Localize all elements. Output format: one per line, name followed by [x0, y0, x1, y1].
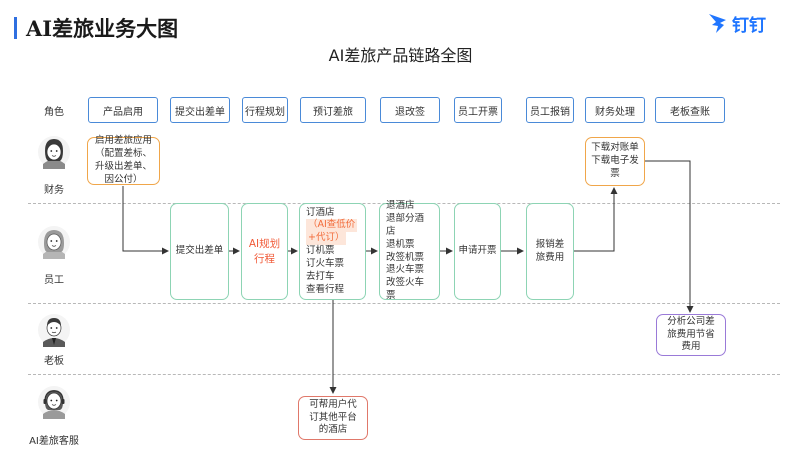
ai-planning-label-1: AI规划	[248, 237, 281, 250]
dingtalk-logo-icon	[709, 14, 726, 33]
booking-item: 去打车	[306, 270, 335, 282]
booking-item: 查看行程	[306, 283, 345, 295]
role-header-label: 角色	[44, 107, 64, 118]
employee-avatar-icon	[38, 226, 70, 259]
column-header: 提交出差单	[170, 97, 230, 123]
node-finance-download: 下载对账单 下载电子发票	[585, 137, 645, 186]
node-refund-change: 退酒店 退部分酒店 退机票 改签机票 退火车票 改签火车票	[379, 200, 440, 301]
booking-item: 订火车票	[306, 257, 345, 269]
arrow-finance-to-boss	[645, 160, 694, 313]
boss-avatar-icon	[38, 314, 70, 347]
page-title: AI差旅业务大图	[26, 16, 179, 41]
diagram-title: AI差旅产品链路全图	[328, 46, 473, 65]
booking-highlight: （AI查低价	[306, 219, 358, 233]
node-enable-app: 启用差旅应用（配置差标、升级出差单、因公付）	[87, 135, 160, 185]
column-header: 员工报销	[526, 97, 574, 123]
column-header: 预订差旅	[300, 97, 366, 123]
refund-item: 退火车票	[386, 264, 425, 276]
node-reimburse: 报销差旅费用	[526, 203, 574, 300]
arrow-enable-to-submit	[122, 186, 169, 255]
role-label-finance: 财务	[44, 185, 64, 196]
node-service-booking: 可帮用户代订其他平台的酒店	[298, 396, 368, 440]
booking-highlight: +代订）	[306, 232, 347, 246]
service-avatar-icon	[38, 386, 70, 419]
column-header: 员工开票	[454, 97, 502, 123]
booking-item: 订机票	[306, 245, 335, 257]
finance-avatar-icon	[38, 136, 70, 169]
refund-item: 退部分酒店	[386, 213, 425, 237]
column-header: 退改签	[380, 97, 440, 123]
brand-name: 钉钉	[732, 15, 766, 36]
column-header: 财务处理	[585, 97, 645, 123]
node-apply-invoice: 申请开票	[454, 203, 501, 300]
role-label-employee: 员工	[44, 275, 64, 286]
refund-item: 退机票	[386, 238, 415, 250]
node-booking: 订酒店 （AI查低价 +代订） 订机票 订火车票 去打车 查看行程	[299, 203, 366, 300]
lane-separator	[28, 303, 780, 304]
node-submit-trip: 提交出差单	[170, 203, 229, 300]
column-header: 老板查账	[655, 97, 725, 123]
role-label-ai-service: AI差旅客服	[29, 436, 79, 447]
lane-separator	[28, 374, 780, 375]
refund-item: 退酒店	[386, 200, 415, 212]
node-boss-analysis: 分析公司差旅费用节省费用	[656, 314, 726, 356]
role-label-boss: 老板	[44, 356, 64, 367]
column-header: 行程规划	[242, 97, 288, 123]
refund-item: 改签机票	[386, 251, 425, 263]
title-accent-bar	[14, 17, 17, 39]
ai-planning-label-2: 行程	[254, 252, 275, 265]
arrow-reimburse-to-finance	[574, 187, 618, 252]
brand-logo: 钉钉	[707, 8, 785, 38]
column-header: 产品启用	[88, 97, 158, 123]
node-ai-planning: AI规划 行程	[241, 203, 288, 300]
refund-item: 改签火车票	[386, 277, 425, 301]
booking-item: 订酒店	[306, 206, 335, 218]
